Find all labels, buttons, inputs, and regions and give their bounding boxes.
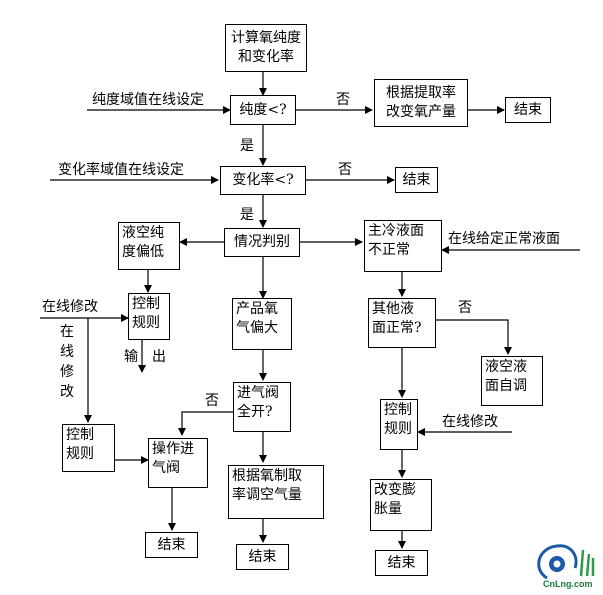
end-box-2: 结束: [395, 167, 438, 193]
calculate-purity-and-rate-box: 计算氧纯度 和变化率: [225, 24, 307, 72]
no-label-rate: 否: [338, 162, 352, 178]
cnlng-logo: [537, 544, 595, 580]
main-cold-abnormal-box: 主冷液面 不正常: [364, 220, 442, 272]
online-modify-vertical-label: 在线修改: [60, 324, 74, 400]
adjust-by-extraction-box: 根据提取率 改变氧产量: [374, 79, 468, 127]
no-label-inlet-valve: 否: [205, 393, 219, 409]
output-label: 输 出: [124, 349, 166, 365]
purity-threshold-label: 纯度域值在线设定: [92, 92, 204, 108]
product-oxygen-high-box: 产品氧 气偏大: [232, 298, 292, 350]
inlet-valve-check-box: 进气阀 全开?: [233, 382, 291, 432]
adjust-air-by-extraction-box: 根据氧制取 率调空气量: [228, 465, 324, 519]
situation-judgment-box: 情况判别: [224, 228, 300, 257]
logo-text: CnLng.com: [543, 579, 593, 589]
control-rule-box-left: 控制 规则: [128, 293, 170, 340]
online-normal-level-label: 在线给定正常液面: [448, 231, 560, 247]
yes-label-purity: 是: [240, 138, 254, 154]
end-box-4: 结束: [236, 544, 289, 570]
control-rule-box-lower-left: 控制 规则: [62, 424, 115, 472]
end-box-3: 结束: [145, 532, 198, 558]
rate-threshold-label: 变化率域值在线设定: [58, 162, 184, 178]
liquid-air-purity-low-box: 液空纯 度偏低: [118, 222, 180, 270]
online-modify-label-left: 在线修改: [42, 299, 98, 315]
no-label-purity: 否: [336, 92, 350, 108]
online-modify-label-right: 在线修改: [442, 414, 498, 430]
yes-label-rate: 是: [240, 207, 254, 223]
operate-inlet-valve-box: 操作进 气阀: [148, 438, 208, 488]
other-level-normal-check-box: 其他液 面正常?: [368, 298, 436, 348]
control-rule-box-right: 控制 规则: [380, 399, 418, 450]
no-label-other-level: 否: [458, 300, 472, 316]
purity-check-box: 纯度<?: [230, 95, 296, 125]
liquid-air-auto-adjust-box: 液空液 面自调: [481, 356, 543, 406]
change-expansion-box: 改变膨 胀量: [370, 479, 432, 531]
end-box-1: 结束: [505, 97, 551, 123]
rate-check-box: 变化率<?: [220, 166, 306, 195]
end-box-5: 结束: [375, 550, 428, 576]
